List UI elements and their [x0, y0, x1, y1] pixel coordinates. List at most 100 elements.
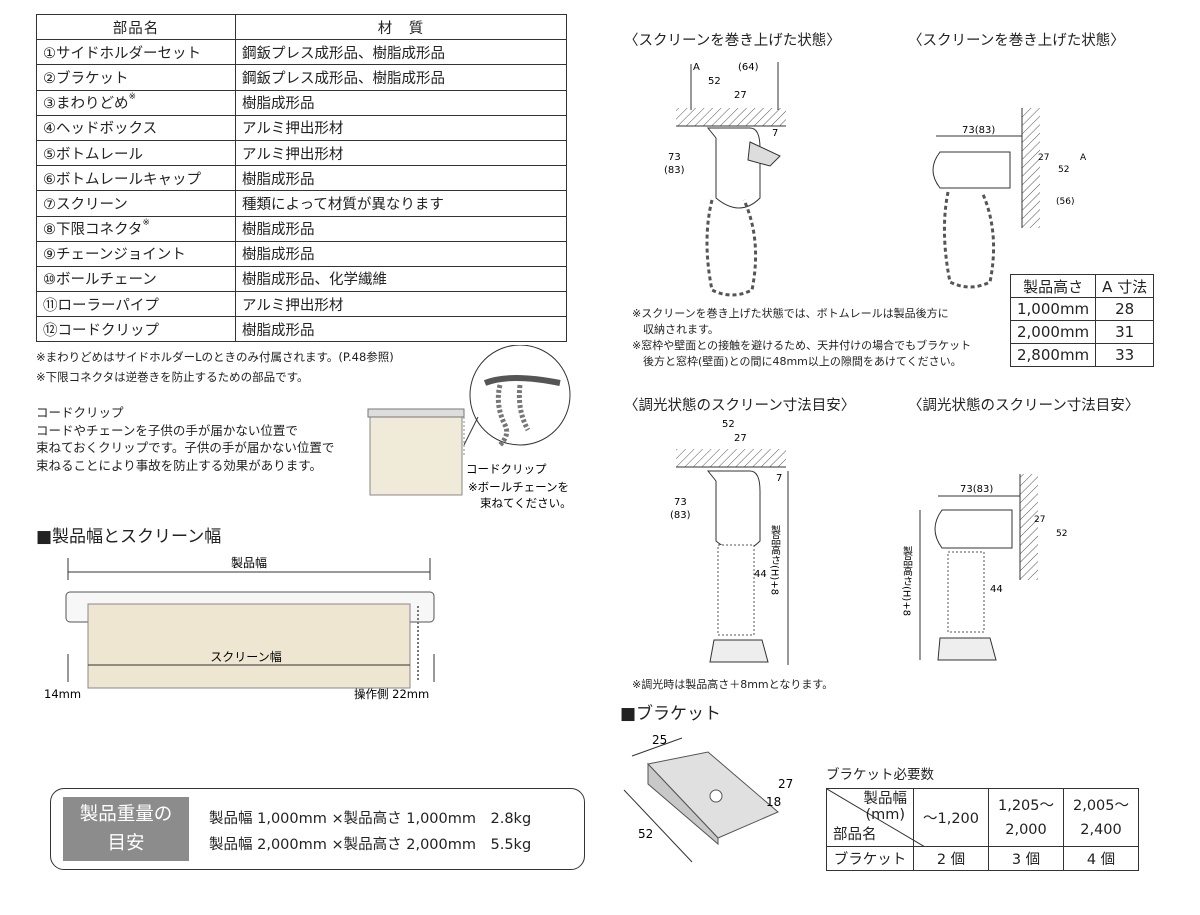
part-name: ⑪ローラーパイプ	[43, 297, 159, 314]
part-name-cell: ⑥ボトムレールキャップ	[36, 165, 236, 192]
material-cell: 樹脂成形品、化学繊維	[235, 265, 567, 293]
table-row: ④ヘッドボックス アルミ押出形材	[36, 114, 567, 141]
part-name-cell: ⑤ボトムレール	[36, 139, 236, 167]
table-row: ⑥ボトムレールキャップ樹脂成形品	[36, 165, 567, 192]
part-name-cell: ①サイドホルダーセット	[36, 39, 236, 66]
dim-27-wall: 27	[1038, 153, 1049, 163]
part-name: ④ヘッドボックス	[43, 121, 158, 138]
header-material: 材 質	[235, 13, 567, 41]
material-cell: 樹脂成形品	[235, 89, 567, 116]
col-width-2-top: 1,205～	[997, 797, 1054, 814]
dim-27-dim: 27	[734, 433, 747, 444]
ball-chain	[705, 199, 758, 297]
rolled-up-note-1b: 収納されます。	[643, 323, 719, 336]
table-row: ②ブラケット鋼鈑プレス成形品、樹脂成形品	[36, 64, 567, 91]
a-cell: 31	[1095, 320, 1155, 344]
material-cell: 鋼鈑プレス成形品、樹脂成形品	[235, 39, 567, 66]
bracket-count-table: 製品幅 (mm) 部品名 ～1,200 1,205～ 2,000 2,005～ …	[826, 788, 1139, 871]
chain-loop-1	[495, 384, 510, 447]
bracket-table-header: 製品幅 (mm) 部品名 ～1,200 1,205～ 2,000 2,005～ …	[826, 788, 1139, 847]
dim-27-wall-dim: 27	[1034, 515, 1045, 525]
weight-line-1: 製品幅 1,000mm ×製品高さ 1,000mm 2.8kg	[209, 811, 532, 827]
part-name: ①サイドホルダーセット	[43, 45, 201, 62]
dim-a-label: A	[693, 62, 700, 73]
col-width-2: 1,205～ 2,000	[988, 788, 1064, 847]
rolled-up-title-wall: 〈スクリーンを巻き上げた状態〉	[908, 33, 1125, 49]
bottom-rail-dim	[709, 639, 769, 663]
table-row: ⑪ローラーパイプ アルミ押出形材	[36, 291, 567, 318]
screen	[87, 603, 411, 689]
right-gap-label: 操作側 22mm	[354, 687, 429, 701]
table-row: ⑦スクリーン種類によって材質が異なります	[36, 190, 567, 217]
rolled-up-wall-diagram: 73(83) 27 52 A (56)	[932, 108, 1087, 289]
screen-wall-dim	[947, 551, 985, 633]
dim-52-wall-dim: 52	[1056, 529, 1067, 539]
part-name-cell: ②ブラケット	[36, 64, 236, 91]
screen-dim	[717, 544, 755, 636]
bracket-count-2: 3 個	[988, 846, 1064, 871]
dimming-note: ※調光時は製品高さ＋8mmとなります。	[632, 678, 834, 691]
rolled-up-title-ceiling: 〈スクリーンを巻き上げた状態〉	[624, 33, 841, 49]
bracket-dim-line-52	[623, 789, 693, 863]
clip-body	[483, 375, 561, 386]
dim-a-wall: A	[1080, 153, 1087, 163]
header-product-width-text: 製品幅	[863, 791, 908, 807]
material-cell: 樹脂成形品	[235, 316, 567, 343]
part-name-cell: ⑨チェーンジョイント	[36, 240, 236, 267]
part-name-cell: ⑧下限コネクタ※	[36, 215, 236, 242]
header-product-width: 製品幅 (mm)	[864, 791, 908, 823]
material-cell: 樹脂成形品	[235, 240, 567, 267]
table-row: ⑩ボールチェーン樹脂成形品、化学繊維	[36, 265, 567, 293]
part-note-mark: ※	[142, 218, 150, 229]
part-name: ⑥ボトムレールキャップ	[43, 171, 201, 188]
bracket-dim-line-25	[631, 737, 683, 757]
table-row: ⑨チェーンジョイント樹脂成形品	[36, 240, 567, 267]
material-cell: アルミ押出形材	[235, 114, 567, 141]
rolled-up-ceiling-diagram: A (64) 52 27 7 73 (83)	[664, 62, 786, 297]
wall-hatch-dim	[1020, 474, 1038, 580]
blind-image	[369, 412, 463, 496]
dim-7383-label: 73(83)	[962, 125, 995, 136]
dimming-ceiling-diagram: 52 27 7 73 (83) 製品高さ(H)+8 44	[670, 419, 789, 665]
table-row: ⑫コードクリップ樹脂成形品	[36, 316, 567, 343]
material-cell: アルミ押出形材	[235, 291, 567, 318]
blind-headbox	[367, 408, 465, 418]
weight-line-2: 製品幅 2,000mm ×製品高さ 2,000mm 5.5kg	[209, 837, 532, 853]
weight-box: 製品重量の 目安 製品幅 1,000mm ×製品高さ 1,000mm 2.8kg…	[50, 788, 585, 870]
part-name-cell: ④ヘッドボックス	[36, 114, 236, 141]
bracket-dim-18: 18	[766, 795, 781, 809]
material-cell: 鋼鈑プレス成形品、樹脂成形品	[235, 64, 567, 91]
bottom-rail	[747, 141, 781, 167]
left-gap-label: 14mm	[44, 687, 81, 701]
part-name-cell: ⑫コードクリップ	[36, 316, 236, 343]
part-name: ③まわりどめ	[43, 96, 129, 113]
part-note-mark: ※	[128, 92, 137, 103]
dim-7383-dim: 73(83)	[960, 484, 993, 495]
table-row: ⑧下限コネクタ※樹脂成形品	[36, 215, 567, 242]
cord-clip-tip-2: 束ねてください。	[480, 496, 572, 510]
wall-hatch	[1022, 108, 1040, 228]
cord-clip-text-3: 束ねることにより事故を防止する効果があります。	[36, 457, 323, 473]
cord-clip-tip-1: ※ボールチェーンを	[468, 480, 569, 494]
product-width-label: 製品幅	[231, 555, 267, 570]
rolled-up-note-1: ※スクリーンを巻き上げた状態では、ボトムレールは製品後方に	[632, 307, 949, 320]
dim-44-wall: 44	[990, 584, 1003, 595]
material-cell: アルミ押出形材	[235, 139, 567, 167]
ceiling-hatch-dim	[676, 449, 786, 467]
height-header: 製品高さ	[1009, 274, 1097, 298]
header-unit-text: (mm)	[865, 807, 906, 823]
ball-chain-wall	[942, 191, 996, 289]
width-diagram: 製品幅 スクリーン幅 14mm 操作側 22mm	[44, 555, 435, 701]
note-lower-connector: ※下限コネクタは逆巻きを防止するための部品です。	[36, 370, 309, 384]
cord-clip-description: コードクリップ コードやチェーンを子供の手が届かない位置で 束ねておくクリップで…	[36, 404, 334, 474]
dim-83-label: (83)	[664, 165, 685, 176]
chain-loop-2	[516, 384, 531, 432]
height-label-dim: 製品高さ(H)+8	[769, 524, 781, 595]
headbox-wall	[932, 151, 1011, 189]
bracket-row-label: ブラケット	[826, 846, 914, 871]
